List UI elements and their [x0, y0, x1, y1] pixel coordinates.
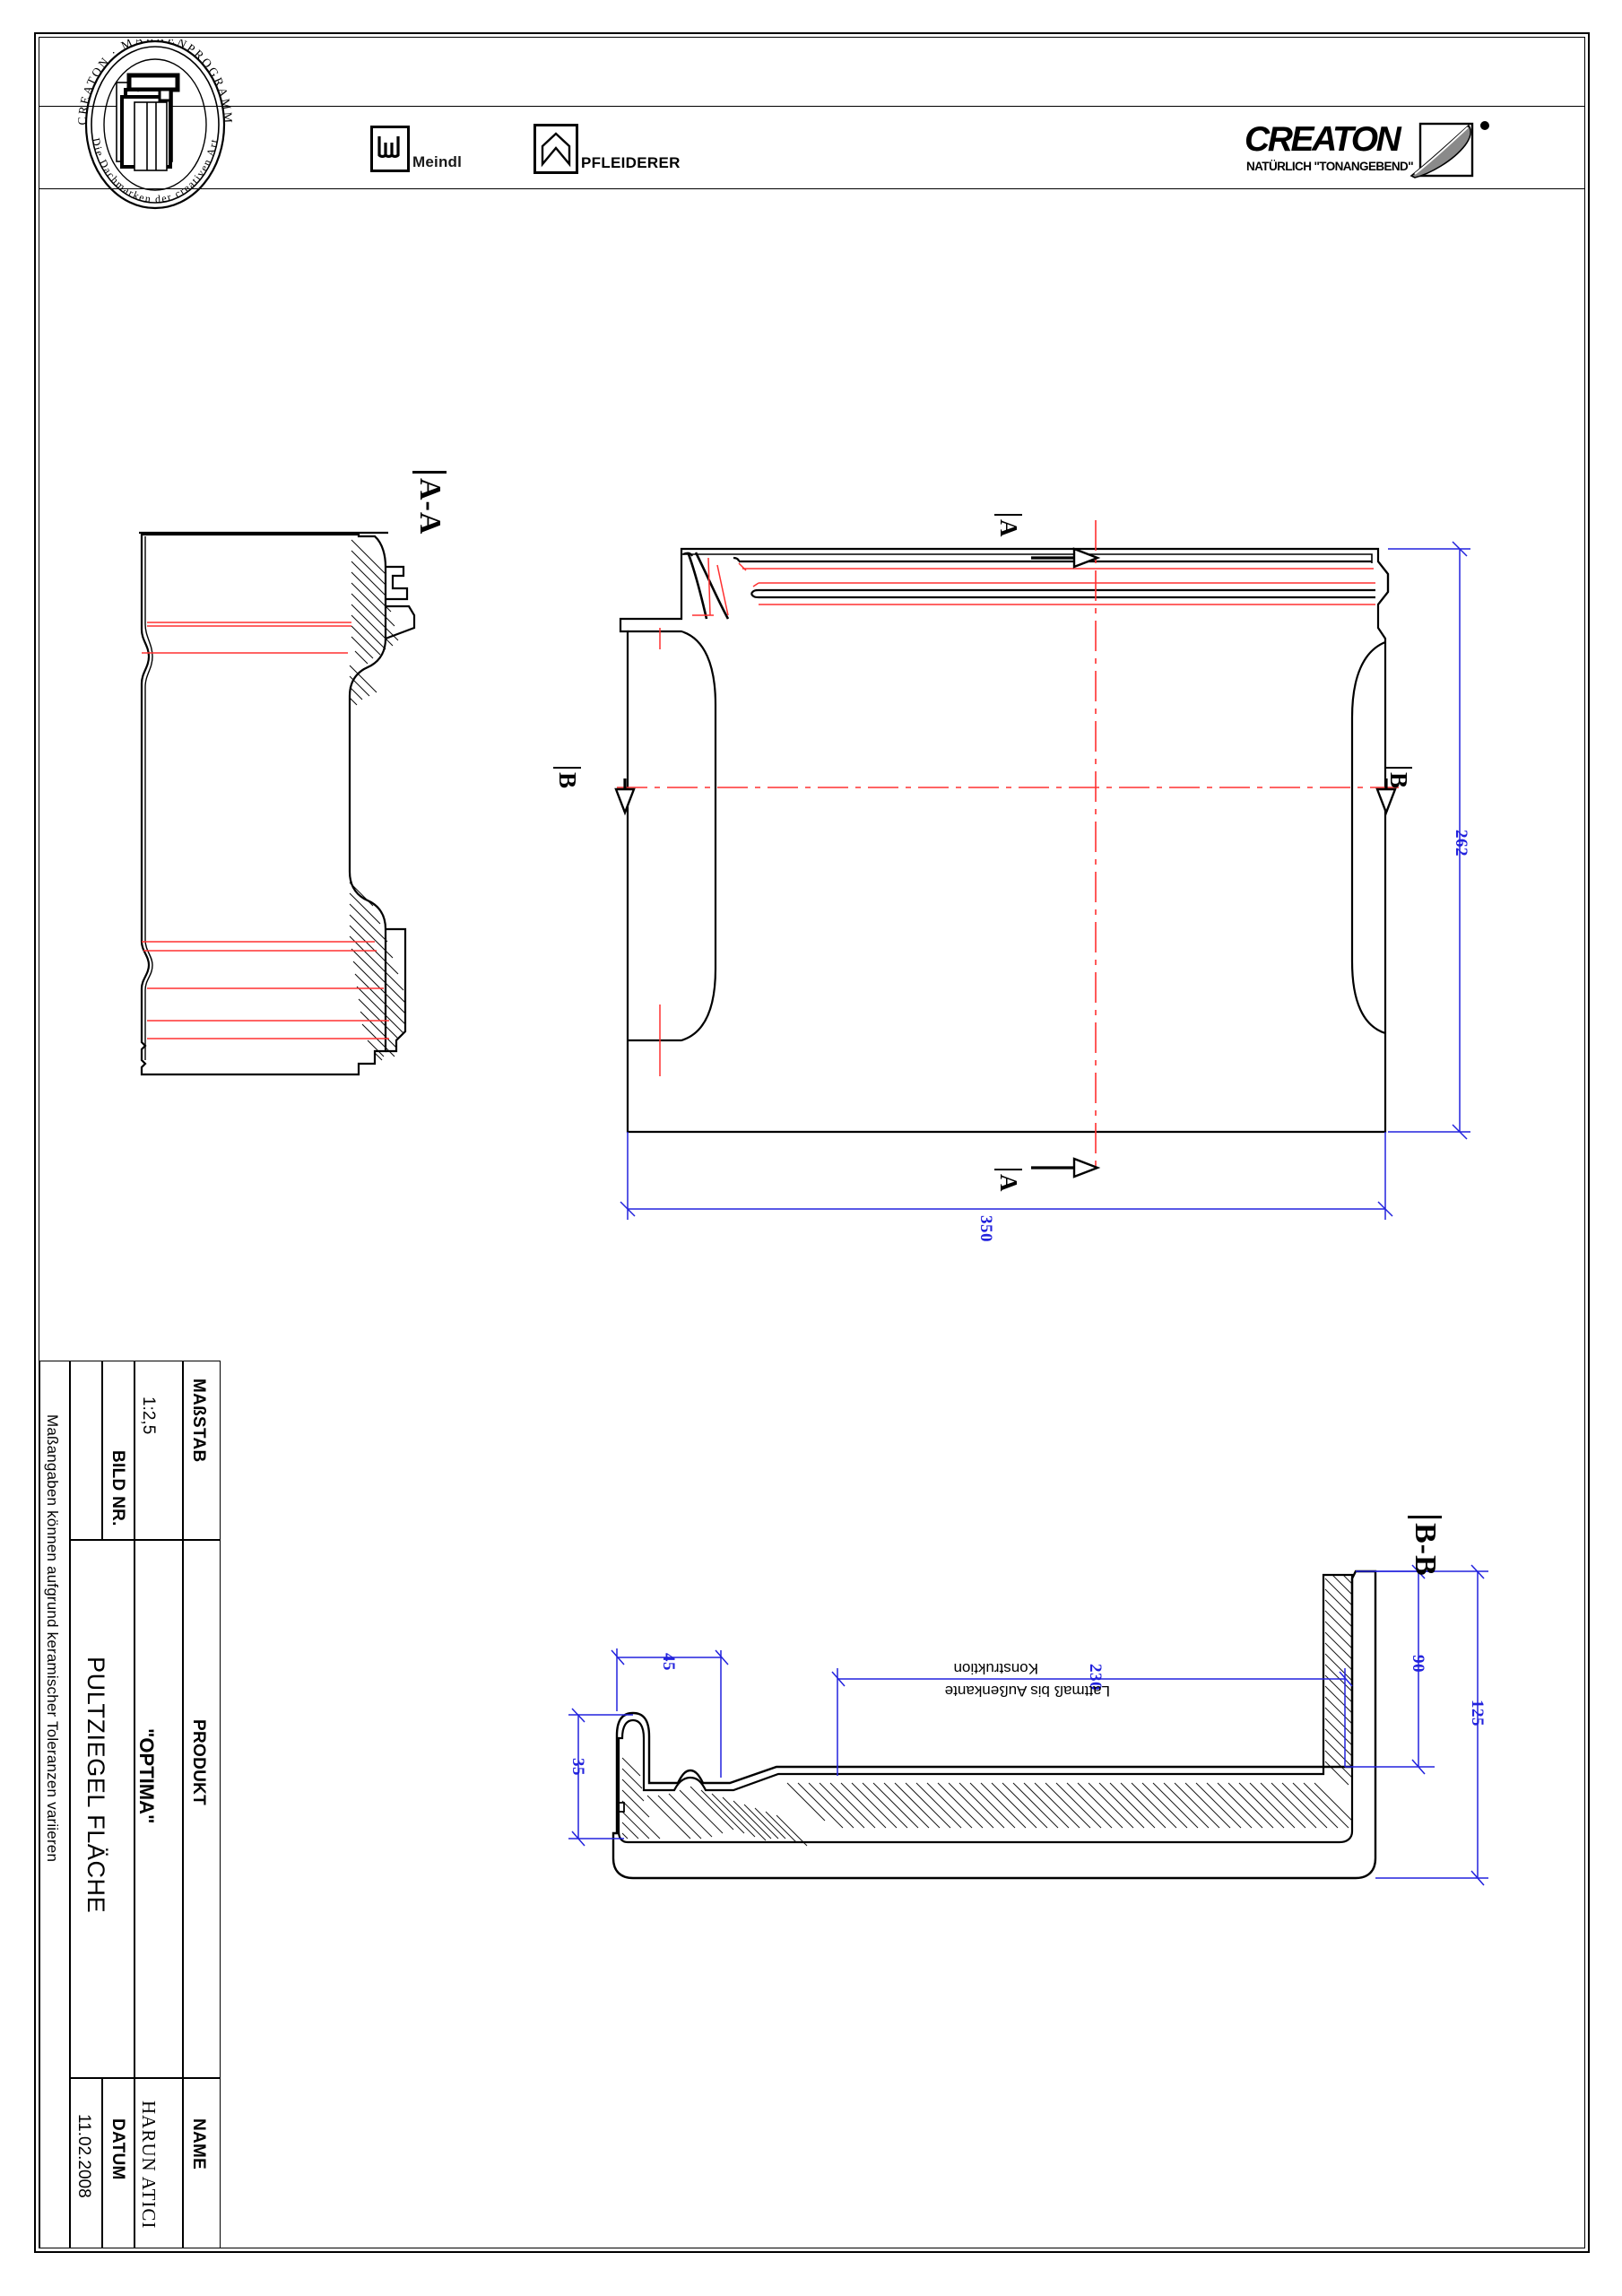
meindl-mark-icon — [370, 126, 410, 172]
drawing-frame-inner — [39, 37, 1585, 2248]
drawing-frame-outer — [34, 32, 1590, 2253]
seal-tile-glyph — [116, 73, 180, 171]
tb-label-scale: MAßSTAB — [189, 1378, 208, 1463]
tb-cell-product-header — [183, 1540, 221, 2078]
title-block: MAßSTAB BILD NR. PRODUKT NAME DATUM 1:2,… — [39, 1361, 240, 2248]
tb-cell-date-header — [102, 2078, 134, 2248]
tb-cell-product-value — [134, 1540, 183, 2078]
section-bb-note-line2: Konstruktion — [953, 1660, 1039, 1677]
tb-label-product: PRODUKT — [189, 1719, 208, 1806]
tb-cell-imageno-value — [70, 1361, 102, 1540]
pfleiderer-label: PFLEIDERER — [581, 154, 681, 171]
tb-value-date: 11.02.2008 — [74, 2114, 93, 2198]
tb-cell-imageno-header — [102, 1361, 134, 1540]
tb-cell-scale-value — [134, 1361, 183, 1540]
tb-label-date: DATUM — [108, 2118, 127, 2180]
tb-cell-name-header — [183, 2078, 221, 2248]
view-label-section-aa: A-A — [412, 471, 447, 535]
section-mark-b-left: B — [553, 767, 581, 789]
section-mark-a-bottom: A — [994, 1169, 1022, 1192]
tb-label-image-no: BILD NR. — [108, 1450, 127, 1526]
creaton-tagline-text: NATÜRLICH "TONANGEBEND" — [1246, 160, 1413, 173]
tb-value-scale: 1:2,5 — [139, 1396, 158, 1435]
section-mark-a-top: A — [994, 514, 1022, 537]
tb-cell-name-value — [134, 2078, 183, 2248]
creaton-wordmark-text: CREATON — [1245, 120, 1402, 159]
creaton-seal-logo: CREATON · MARKENPROGRAMM Die Dachmarken … — [70, 39, 240, 210]
brand-meindl: Meindl — [370, 126, 462, 172]
tb-cell-note — [39, 1361, 70, 2248]
tb-cell-scale-header — [183, 1361, 221, 1540]
dimension-plan-width: 350 — [976, 1215, 995, 1242]
header-band-bottom-rule — [39, 188, 1584, 189]
tb-tolerance-note: Maßangaben können aufgrund keramischer T… — [44, 1414, 61, 1863]
section-mark-b-right: B — [1384, 767, 1412, 789]
view-label-section-bb: B-B — [1408, 1516, 1442, 1577]
tb-value-product-name: "OPTIMA" — [135, 1728, 158, 1824]
tb-cell-product-span — [70, 1540, 134, 2078]
tb-value-name: HARUN ATICI — [138, 2100, 160, 2230]
meindl-label: Meindl — [412, 153, 463, 170]
dimension-bb-nose-height: 35 — [568, 1758, 587, 1776]
tb-cell-date-value — [70, 2078, 102, 2248]
dimension-bb-overall-height: 125 — [1468, 1700, 1487, 1726]
dimension-bb-inner-height: 90 — [1409, 1655, 1427, 1673]
brand-pfleiderer: PFLEIDERER — [533, 124, 681, 174]
creaton-logo: CREATON NATÜRLICH "TONANGEBEND" — [1245, 118, 1496, 185]
dimension-bb-nose-width: 45 — [659, 1653, 678, 1671]
tb-value-product-desc: PULTZIEGEL FLÄCHE — [82, 1657, 109, 1914]
tb-label-name: NAME — [189, 2118, 208, 2170]
pfleiderer-chevron-icon — [533, 124, 578, 174]
header-band-top-rule — [39, 106, 1584, 107]
section-bb-note-line1: Lattmaß bis Außenkante — [944, 1683, 1110, 1700]
dimension-plan-height: 262 — [1452, 830, 1470, 857]
